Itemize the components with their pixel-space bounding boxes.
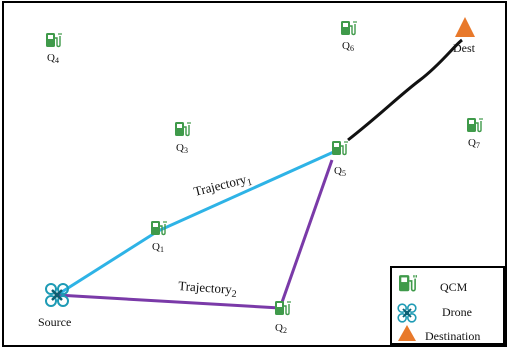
node-q2: Q2 xyxy=(274,300,291,335)
legend-label-drone: Drone xyxy=(442,305,472,319)
node-q6: Q6 xyxy=(340,20,357,53)
legend-label-qcm: QCM xyxy=(440,280,468,294)
trajectory-2-segment-b xyxy=(278,159,334,309)
node-q7: Q7 xyxy=(466,117,483,150)
destination-icon xyxy=(455,17,475,37)
legend-item-drone: Drone xyxy=(397,303,472,323)
legend-label-destination: Destination xyxy=(425,329,480,343)
node-q5: Q5 xyxy=(331,140,348,178)
legend: QCM Drone Destination xyxy=(390,266,505,345)
trajectory-1-segment-b xyxy=(157,148,339,233)
trajectory-2 xyxy=(56,159,334,310)
node-q4-label: Q4 xyxy=(47,52,59,65)
node-dest: Dest xyxy=(453,17,476,55)
trajectory-2-segment-a xyxy=(56,293,281,310)
node-dest-label: Dest xyxy=(453,41,476,55)
node-q7-label: Q7 xyxy=(468,137,480,150)
node-q6-label: Q6 xyxy=(342,40,354,53)
node-q3-label: Q3 xyxy=(176,142,188,155)
node-q5-label: Q5 xyxy=(334,165,346,178)
trajectory-1-segment-a xyxy=(56,229,159,297)
trajectory-2-label: Trajectory2 xyxy=(178,278,238,300)
legend-item-destination: Destination xyxy=(398,325,480,343)
node-q2-label: Q2 xyxy=(275,322,287,335)
node-q1: Q1 xyxy=(150,220,167,254)
legend-item-qcm: QCM xyxy=(398,274,468,294)
trajectory-final-segment xyxy=(347,38,463,142)
trajectory-1 xyxy=(56,148,339,297)
node-source: Source xyxy=(38,282,71,329)
node-q4: Q4 xyxy=(45,32,62,65)
destination-icon xyxy=(398,325,416,341)
node-source-label: Source xyxy=(38,315,71,329)
node-q1-label: Q1 xyxy=(152,241,164,254)
node-q3: Q3 xyxy=(174,121,191,155)
